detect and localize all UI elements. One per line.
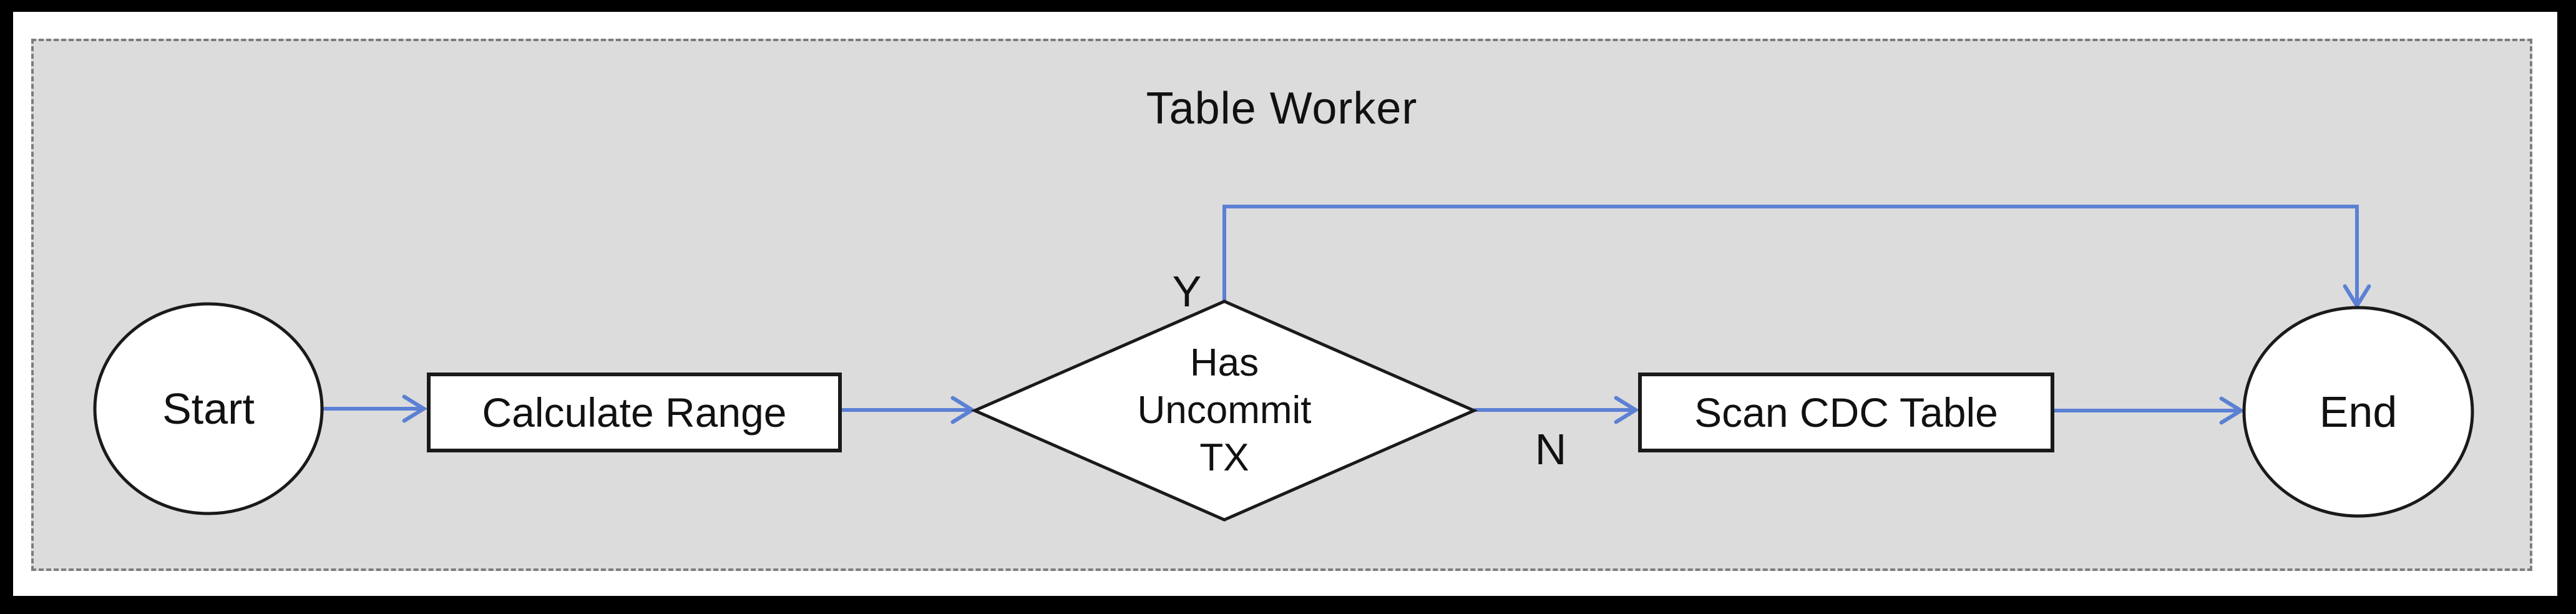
start-node-shape: [93, 302, 324, 515]
calculate-range-node-label: Calculate Range: [482, 389, 787, 436]
calculate-range-node-shape: [427, 373, 842, 452]
edge-label-yes: Y: [1172, 267, 1202, 316]
has-uncommit-tx-decision-label: Has Uncommit TX: [1137, 341, 1312, 479]
diagram-title: Table Worker: [1146, 84, 1418, 134]
has-uncommit-tx-decision-shape: [970, 300, 1478, 522]
scan-cdc-table-node-label: Scan CDC Table: [1694, 389, 1998, 436]
edge-decision-yes-to-end: [1222, 205, 2371, 309]
start-node-label: Start: [162, 384, 255, 433]
end-node-shape: [2242, 306, 2474, 518]
scan-cdc-table-node-shape: [1638, 373, 2054, 452]
end-node-label: End: [2319, 387, 2398, 436]
edge-label-no: N: [1534, 425, 1567, 474]
